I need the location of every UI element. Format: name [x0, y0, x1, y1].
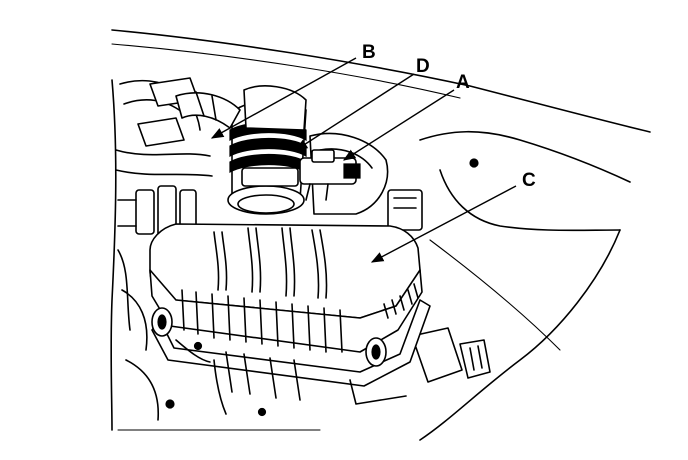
callout-d: D [294, 56, 430, 151]
callout-c: C [370, 170, 536, 263]
upper-hose [175, 91, 241, 129]
connector-block [387, 189, 491, 383]
callout-b-label: B [362, 42, 376, 63]
wiring-harness [115, 77, 213, 421]
callout-a: A [342, 72, 470, 161]
callout-d-leader [294, 73, 415, 151]
callout-a-leader [342, 89, 455, 161]
callout-b-leader [210, 57, 357, 139]
callout-b: B [210, 42, 376, 139]
callout-d-label: D [416, 56, 430, 77]
air-cleaner-housing [149, 223, 431, 417]
vehicle-body-lines [110, 29, 651, 441]
callout-c-leader [370, 185, 517, 263]
callout-a-label: A [456, 72, 470, 93]
callout-c-label: C [522, 170, 536, 191]
mass-airflow-sensor [299, 149, 361, 201]
